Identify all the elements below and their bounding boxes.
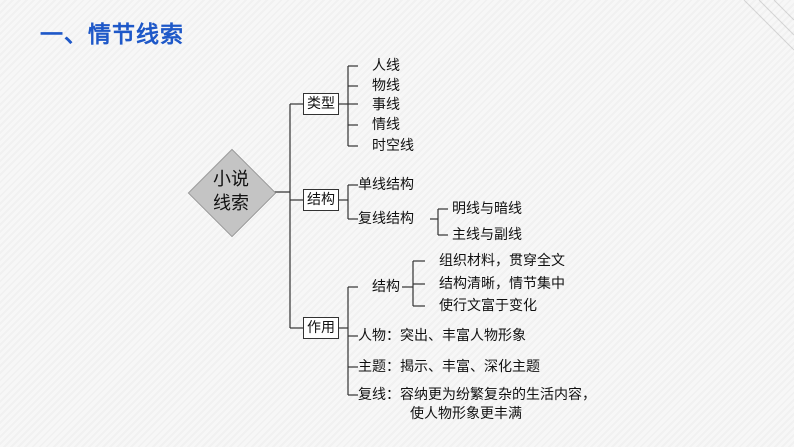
function-structure-item: 结构清晰，情节集中 <box>439 276 565 292</box>
function-theme: 主题：揭示、丰富、深化主题 <box>358 359 540 375</box>
function-structure-item: 使行文富于变化 <box>439 298 537 314</box>
compound-structure: 复线结构 <box>358 211 414 227</box>
page-title: 一、情节线索 <box>40 22 184 48</box>
single-structure: 单线结构 <box>358 177 414 193</box>
structure-box: 结构 <box>303 189 339 211</box>
function-box: 作用 <box>303 317 339 339</box>
type-item: 情线 <box>372 117 400 133</box>
function-compound-line2: 使人物形象更丰满 <box>410 406 522 422</box>
type-item: 时空线 <box>372 138 414 154</box>
type-item: 物线 <box>372 78 400 94</box>
compound-structure-item: 主线与副线 <box>452 227 522 243</box>
type-item: 事线 <box>372 97 400 113</box>
function-structure-label: 结构 <box>372 279 400 295</box>
function-compound-line1: 复线：容纳更为纷繁复杂的生活内容， <box>358 387 596 403</box>
function-structure-item: 组织材料，贯穿全文 <box>439 253 565 269</box>
root-node: 小说线索 <box>187 148 277 238</box>
type-item: 人线 <box>372 58 400 74</box>
type-box: 类型 <box>303 93 339 115</box>
corner-decoration <box>743 0 794 51</box>
compound-structure-item: 明线与暗线 <box>452 201 522 217</box>
function-character: 人物：突出、丰富人物形象 <box>358 328 526 344</box>
root-label: 小说线索 <box>213 169 249 214</box>
